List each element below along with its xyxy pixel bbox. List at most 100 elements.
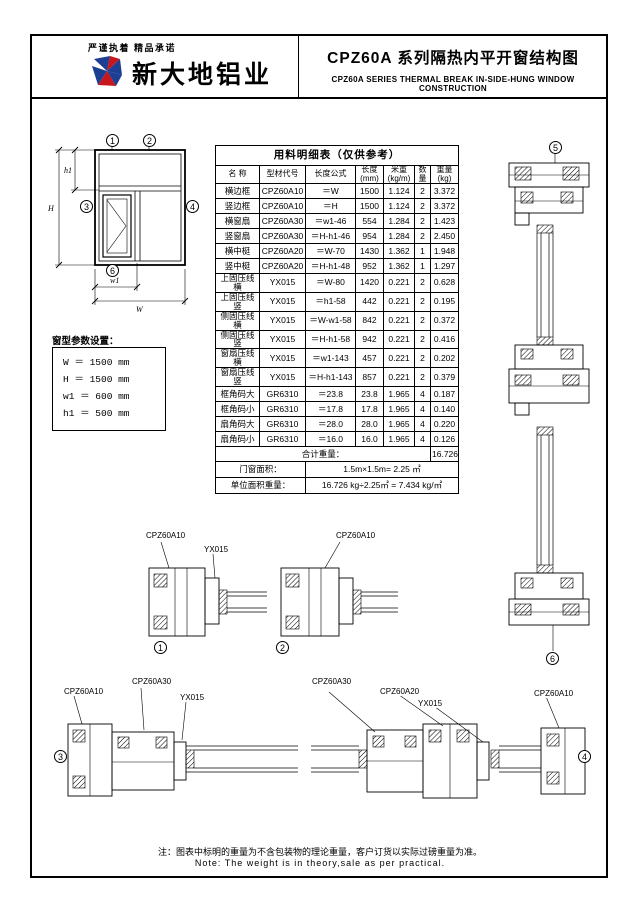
profile-label: CPZ60A20 [380,687,420,696]
detail-section-2 [280,541,398,637]
cell: 0.202 [430,348,459,369]
cell: 0.628 [430,273,459,293]
param-H: H ＝ 1500 mm [63,374,130,385]
total-label: 合计重量： [215,446,431,463]
cell: ＝H [305,198,356,214]
cell: 28.0 [355,416,384,433]
param-w1: w1 ＝ 600 mm [63,391,130,402]
unit-weight-label: 单位面积重量： [215,477,306,495]
cell: 4 [414,386,431,403]
cell: 3.372 [430,183,459,199]
cell: 1430 [355,243,384,259]
cell: ＝28.0 [305,416,356,433]
col-header: 米重(kg/m) [383,165,415,184]
cell: GR6310 [259,431,306,448]
cell: CPZ60A30 [259,228,306,244]
dim-label-H: H [47,204,55,213]
cell: 23.8 [355,386,384,403]
cell: 2 [414,348,431,369]
table-title: 用料明细表（仅供参考） [215,145,459,166]
cell: 2 [414,367,431,388]
cell: 1.423 [430,213,459,229]
profile-label: YX015 [204,545,229,554]
cell: 横中梃 [215,243,260,259]
callout-6: 6 [106,264,119,277]
cell: 442 [355,291,384,312]
cell: 0.379 [430,367,459,388]
cell: GR6310 [259,401,306,418]
profile-label: YX015 [418,699,443,708]
detail-section-3 [67,687,298,797]
cell: 1 [414,258,431,274]
callout-4: 4 [186,200,199,213]
cell: 1.284 [383,213,415,229]
cell: 竖窗扇 [215,228,260,244]
cell: 0.140 [430,401,459,418]
cell: 1420 [355,273,384,293]
cell: 0.221 [383,367,415,388]
cell: 0.221 [383,273,415,293]
callout-1-detail: 1 [154,641,167,654]
cell: 2 [414,273,431,293]
cell: YX015 [259,273,306,293]
callout-3: 3 [80,200,93,213]
area-value: 1.5m×1.5m= 2.25 ㎡ [305,461,459,479]
profile-label: CPZ60A30 [132,677,172,686]
unit-weight-row: 单位面积重量： 16.726 kg÷2.25㎡ = 7.434 kg/㎡ [215,477,459,495]
cell: ＝W [305,183,356,199]
cell: 1.362 [383,243,415,259]
cell: 457 [355,348,384,369]
cell: 1.297 [430,258,459,274]
profile-label: YX015 [180,693,205,702]
cell: ＝H-h1-46 [305,228,356,244]
cell: 上固压线横 [215,273,260,293]
cell: ＝W-w1-58 [305,310,356,331]
company-logo-icon [92,56,122,86]
cell: 1.124 [383,198,415,214]
cell: 0.221 [383,348,415,369]
header-vertical-divider [298,36,299,97]
cell: 上固压线竖 [215,291,260,312]
cell: YX015 [259,367,306,388]
cell: ＝W-70 [305,243,356,259]
material-table: 用料明细表（仅供参考） 名 称 型材代号 长度公式 长度(mm) 米重(kg/m… [215,145,459,495]
cell: 857 [355,367,384,388]
cell: 1.965 [383,431,415,448]
cell: 0.187 [430,386,459,403]
sheet-subtitle: CPZ60A SERIES THERMAL BREAK IN-SIDE-HUNG… [331,75,575,93]
cell: YX015 [259,348,306,369]
cell: 1.948 [430,243,459,259]
cell: 0.221 [383,310,415,331]
cell: 2 [414,213,431,229]
profile-label: CPZ60A10 [336,531,376,540]
cell: 1.965 [383,401,415,418]
cell: 2 [414,310,431,331]
dim-label-w1: w1 [110,276,119,285]
cell: 0.126 [430,431,459,448]
cell: CPZ60A10 [259,198,306,214]
cell: 3.372 [430,198,459,214]
cell: CPZ60A20 [259,258,306,274]
dim-label-W: W [136,305,144,314]
cell: ＝h1-58 [305,291,356,312]
profile-label: CPZ60A30 [312,677,352,686]
callout-4-detail: 4 [578,750,591,763]
param-h1: h1 ＝ 500 mm [63,408,130,419]
cell: 2 [414,329,431,350]
cell: ＝w1-143 [305,348,356,369]
cell: 侧固压线横 [215,310,260,331]
cell: 0.221 [383,329,415,350]
cell: 4 [414,431,431,448]
cell: 0.372 [430,310,459,331]
cell: 1.362 [383,258,415,274]
cell: 1500 [355,183,384,199]
callout-2: 2 [143,134,156,147]
cell: GR6310 [259,386,306,403]
